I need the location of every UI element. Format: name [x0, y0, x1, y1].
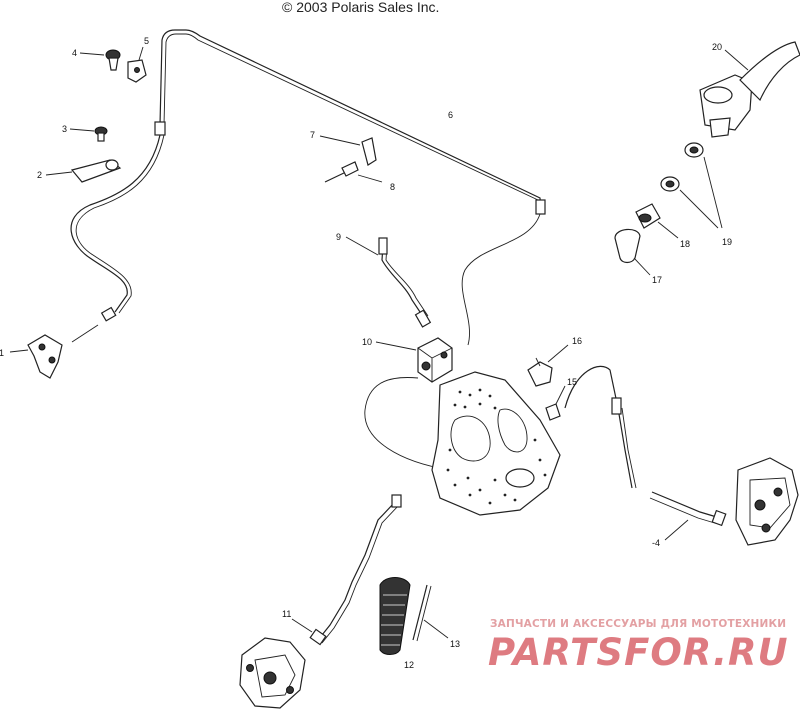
part-5-clip — [127, 59, 147, 83]
callout-6: 6 — [448, 110, 453, 120]
rear-right-brake-hose — [564, 365, 633, 489]
left-brake-caliper — [239, 637, 306, 709]
line-6-end-fitting — [535, 199, 546, 215]
brake-line-6 — [159, 29, 542, 211]
front-left-brake-hose — [70, 134, 161, 313]
master-bracket-plate — [431, 371, 561, 516]
hose-end-fitting — [100, 306, 117, 322]
callout-3: 3 — [62, 124, 67, 134]
part-20-master-cylinder — [699, 41, 800, 138]
callout-2: 2 — [37, 170, 42, 180]
callout-15: 15 — [567, 377, 577, 387]
part-17-boot — [614, 228, 641, 264]
part-19-seal-upper — [684, 142, 704, 158]
part-16-fitting — [527, 357, 553, 387]
brake-line-to-block — [461, 213, 541, 346]
part-7-clip — [361, 137, 377, 166]
callout-13: 13 — [450, 639, 460, 649]
brake-line-9 — [381, 244, 425, 319]
callout-minus-4: -4 — [652, 538, 660, 548]
part-8-pin — [324, 161, 359, 183]
callout-16: 16 — [572, 336, 582, 346]
callout-9: 9 — [336, 232, 341, 242]
right-brake-caliper — [735, 457, 799, 546]
line-fitting-upper — [154, 121, 166, 136]
part-10-junction-block — [417, 337, 453, 383]
callout-11: 11 — [282, 609, 291, 619]
callout-5: 5 — [144, 36, 149, 46]
part-18-piston — [635, 203, 661, 229]
right-hose-to-caliper — [651, 491, 721, 519]
callout-8: 8 — [390, 182, 395, 192]
part-1-bracket — [27, 334, 63, 379]
part-13-pushrod — [412, 584, 432, 642]
part-3-bolt — [94, 126, 108, 142]
part-19-seal-lower — [660, 176, 680, 192]
callout-17: 17 — [652, 275, 662, 285]
watermark-subtitle: ЗАПЧАСТИ И АКСЕССУАРЫ ДЛЯ МОТОТЕХНИКИ — [490, 618, 787, 630]
callout-19: 19 — [722, 237, 732, 247]
callout-20: 20 — [712, 42, 722, 52]
callout-1: 1 — [0, 348, 4, 358]
part-4-screw — [105, 49, 121, 71]
copyright-text: © 2003 Polaris Sales Inc. — [282, 0, 440, 15]
callout-18: 18 — [680, 239, 690, 249]
watermark-brand: PARTSFOR.RU — [488, 631, 789, 674]
callout-4: 4 — [72, 48, 77, 58]
callout-7: 7 — [310, 130, 315, 140]
callout-10: 10 — [362, 337, 372, 347]
part-12-boot — [379, 577, 411, 655]
callout-labels: 1 2 3 4 5 6 7 8 9 10 11 12 13 -4 15 16 1… — [0, 36, 732, 670]
part-2-clamp — [70, 159, 122, 183]
part-15-fitting — [545, 403, 561, 421]
rear-left-brake-hose — [317, 501, 396, 641]
callout-12: 12 — [404, 660, 414, 670]
